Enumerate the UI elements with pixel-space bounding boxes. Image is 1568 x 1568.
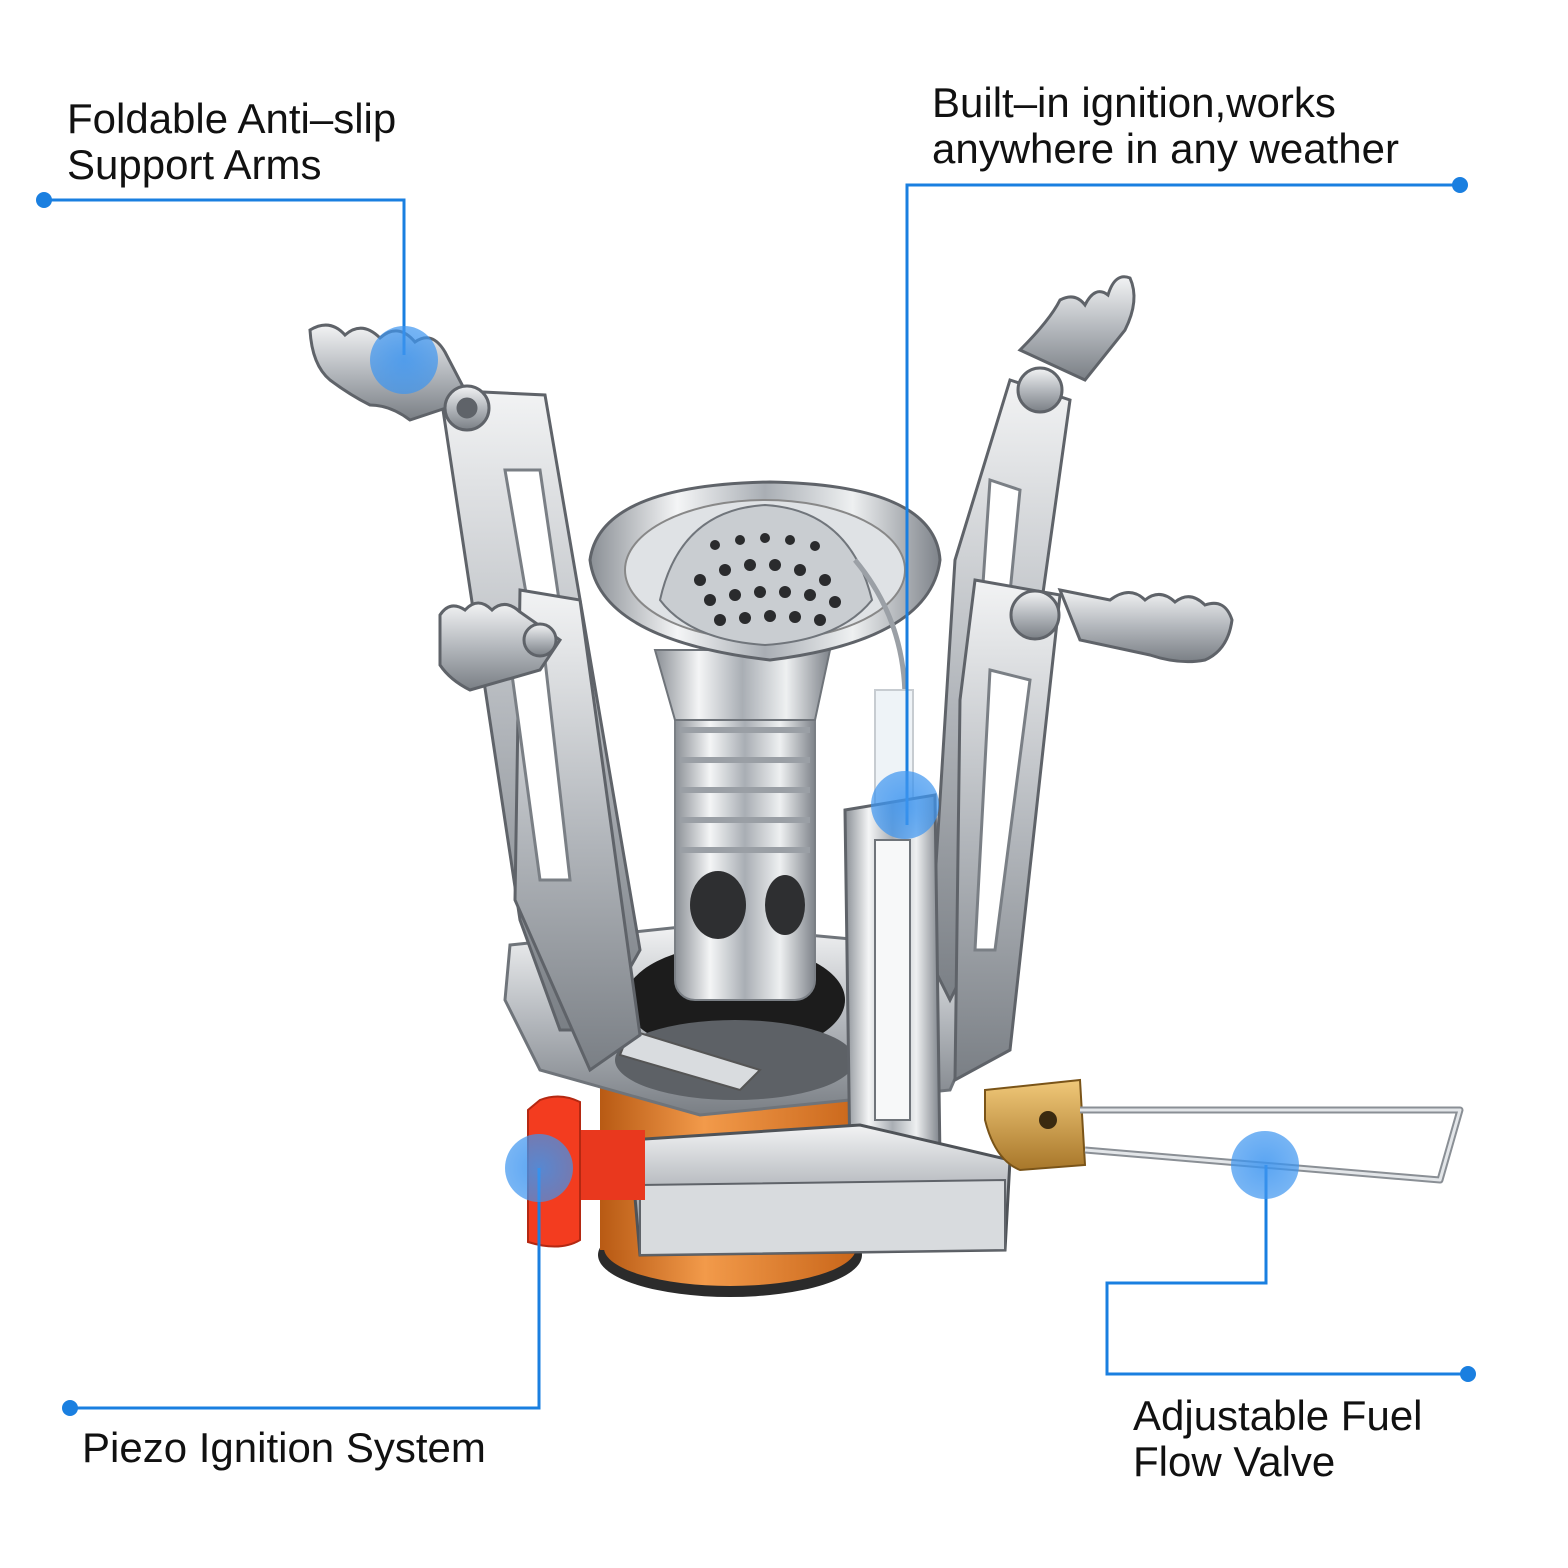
callout-label-piezo: Piezo Ignition System — [82, 1425, 486, 1471]
callout-label-valve-line1: Adjustable Fuel — [1133, 1392, 1423, 1439]
marker-arms — [370, 326, 438, 394]
endpoint-dot-valve — [1460, 1366, 1476, 1382]
callout-endpoints — [36, 177, 1476, 1416]
callout-label-piezo-line1: Piezo Ignition System — [82, 1424, 486, 1471]
callout-label-ignition-line1: Built–in ignition,works — [932, 79, 1336, 126]
callout-label-valve-line2: Flow Valve — [1133, 1438, 1336, 1485]
burner-head — [588, 480, 942, 701]
callout-label-arms: Foldable Anti–slip Support Arms — [67, 96, 396, 188]
marker-ignition — [871, 771, 939, 839]
callout-line-arms — [44, 198, 406, 355]
callout-lines — [44, 183, 1468, 1410]
burner-column — [653, 649, 832, 1001]
callout-label-arms-line2: Support Arms — [67, 141, 322, 188]
callout-label-ignition-line2: anywhere in any weather — [932, 125, 1399, 172]
endpoint-dot-ignition — [1452, 177, 1468, 193]
callout-line-ignition — [905, 183, 1460, 825]
stove-illustration — [308, 275, 1464, 1297]
marker-piezo — [505, 1134, 573, 1202]
valve-body — [628, 1123, 1012, 1257]
endpoint-dot-piezo — [62, 1400, 78, 1416]
piezo-knob — [527, 1095, 645, 1248]
support-arms — [308, 275, 1234, 1083]
valve-handle — [984, 1078, 1464, 1184]
igniter-housing — [843, 689, 942, 1167]
callout-markers — [370, 326, 1299, 1202]
endpoint-dot-arms — [36, 192, 52, 208]
marker-valve — [1231, 1131, 1299, 1199]
callout-line-piezo — [70, 1168, 541, 1410]
callout-label-arms-line1: Foldable Anti–slip — [67, 95, 397, 142]
callout-line-valve — [1105, 1165, 1468, 1376]
callout-label-valve: Adjustable Fuel Flow Valve — [1133, 1393, 1423, 1485]
callout-label-ignition: Built–in ignition,works anywhere in any … — [932, 80, 1399, 172]
